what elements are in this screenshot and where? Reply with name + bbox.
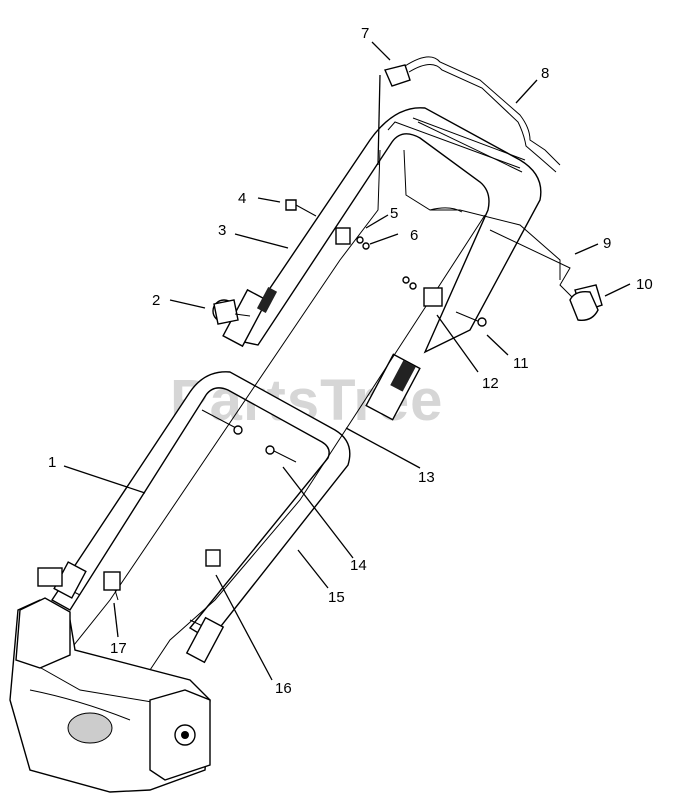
mower-deck <box>9 597 211 793</box>
callout-17: 17 <box>110 640 127 657</box>
lower-handle <box>37 371 351 664</box>
watermark-trademark: ™ <box>482 384 491 394</box>
control-cables <box>69 149 561 671</box>
callout-6: 6 <box>410 227 418 244</box>
callout-14: 14 <box>350 557 367 574</box>
callout-7: 7 <box>361 25 369 42</box>
callout-2: 2 <box>152 292 160 309</box>
shift-rod-assembly <box>489 229 603 321</box>
callout-3: 3 <box>218 222 226 239</box>
callout-labels: 1 2 3 4 5 6 7 8 9 10 11 12 13 14 15 16 1… <box>48 25 653 697</box>
callout-1: 1 <box>48 454 56 471</box>
callout-9: 9 <box>603 235 611 252</box>
callout-4: 4 <box>238 190 246 207</box>
callout-10: 10 <box>636 276 653 293</box>
callout-8: 8 <box>541 65 549 82</box>
hardware <box>103 199 487 601</box>
callout-5: 5 <box>390 205 398 222</box>
callout-15: 15 <box>328 589 345 606</box>
bail-assembly <box>384 56 561 173</box>
callout-11: 11 <box>513 355 529 372</box>
callout-16: 16 <box>275 680 292 697</box>
callout-12: 12 <box>482 375 499 392</box>
callout-13: 13 <box>418 469 435 486</box>
leader-lines <box>63 41 631 681</box>
upper-handle <box>222 107 542 421</box>
